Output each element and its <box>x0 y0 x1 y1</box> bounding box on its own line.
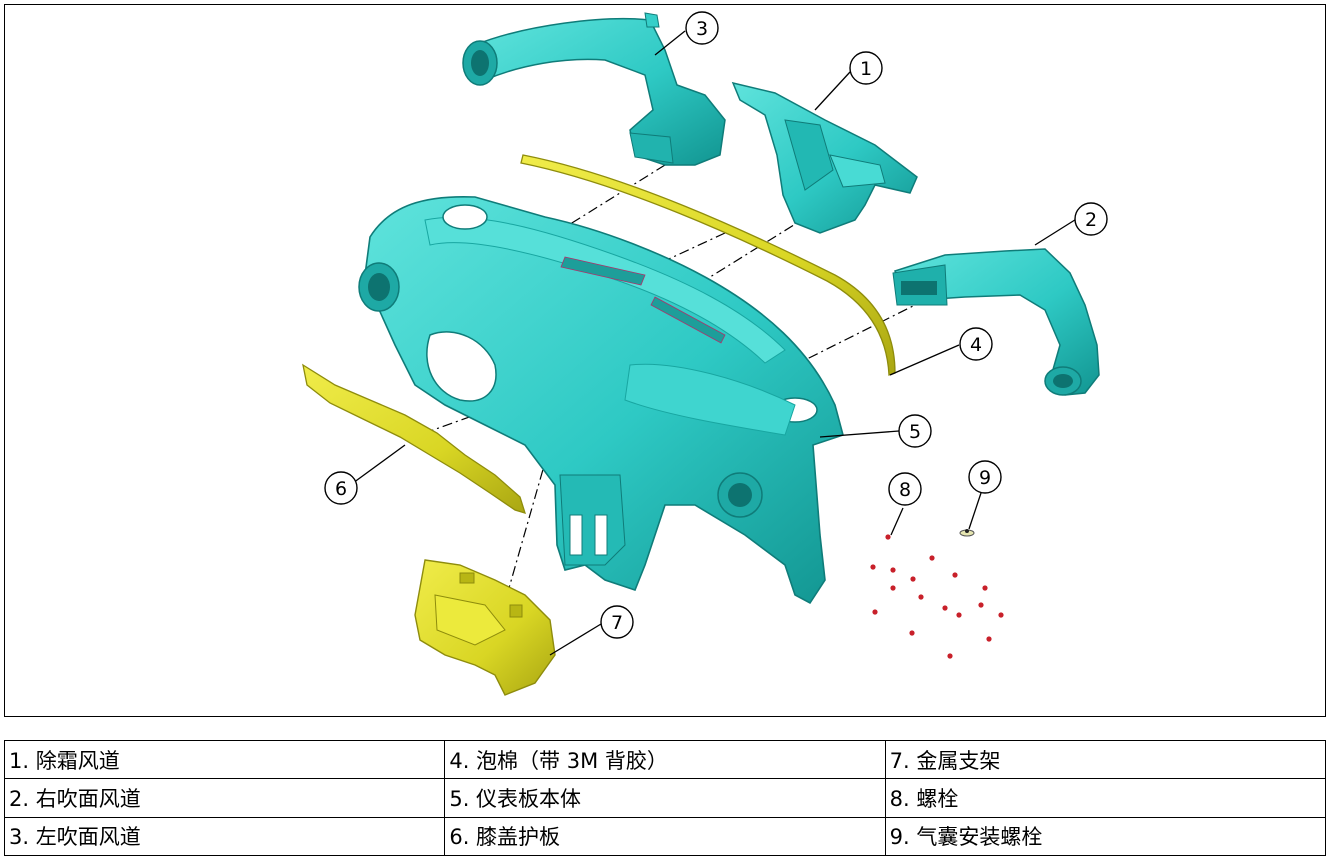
bolt-icon <box>952 572 958 578</box>
bolt-icon <box>909 630 915 636</box>
callout-leaders <box>352 30 1079 656</box>
bolt-icon <box>929 555 935 561</box>
legend-cell: 2. 右吹面风道 <box>3 778 446 818</box>
bolt-icon <box>918 594 924 600</box>
legend-cell: 3. 左吹面风道 <box>3 816 446 857</box>
callout-9: 9 <box>968 460 1002 494</box>
callout-5: 5 <box>898 414 932 448</box>
svg-text:6: 6 <box>335 478 347 500</box>
callout-6: 6 <box>324 471 358 505</box>
callout-2: 2 <box>1074 202 1108 236</box>
callouts: 3 1 2 4 5 6 7 <box>324 11 1108 639</box>
svg-text:8: 8 <box>899 479 911 501</box>
instrument-panel-body <box>358 195 844 605</box>
foam-strip <box>520 154 896 376</box>
bolt-icon <box>870 564 876 570</box>
legend-row: 1. 除霜风道 4. 泡棉（带 3M 背胶） 7. 金属支架 <box>3 739 1327 780</box>
legend-cell: 5. 仪表板本体 <box>444 778 886 818</box>
right-face-duct <box>892 248 1100 396</box>
bolt-icon <box>982 585 988 591</box>
callout-8: 8 <box>888 472 922 506</box>
bolt-icon <box>942 605 948 611</box>
svg-text:3: 3 <box>696 18 708 40</box>
legend-cell: 4. 泡棉（带 3M 背胶） <box>444 739 886 780</box>
legend-row: 2. 右吹面风道 5. 仪表板本体 8. 螺栓 <box>3 778 1327 818</box>
bolt-icon <box>890 585 896 591</box>
bolt-icon <box>885 534 891 540</box>
callout-4: 4 <box>959 327 993 361</box>
callout-7: 7 <box>600 605 634 639</box>
svg-text:7: 7 <box>611 612 623 634</box>
legend-cell: 7. 金属支架 <box>884 739 1327 780</box>
bolt-icon <box>910 576 916 582</box>
parts-legend-table: 1. 除霜风道 4. 泡棉（带 3M 背胶） 7. 金属支架 2. 右吹面风道 … <box>3 739 1327 857</box>
legend-cell: 6. 膝盖护板 <box>444 816 886 857</box>
legend-cell: 9. 气囊安装螺栓 <box>884 816 1327 857</box>
airbag-bolt <box>959 529 975 537</box>
left-face-duct <box>462 12 726 166</box>
svg-text:1: 1 <box>860 58 872 80</box>
svg-text:4: 4 <box>970 334 982 356</box>
bolt-icon <box>872 609 878 615</box>
bolt-icon <box>956 612 962 618</box>
legend-cell: 1. 除霜风道 <box>3 739 446 780</box>
bolt-set <box>870 534 1004 659</box>
defrost-duct <box>731 81 918 234</box>
callout-3: 3 <box>685 11 719 45</box>
bolt-icon <box>947 653 953 659</box>
bolt-icon <box>998 612 1004 618</box>
bolt-icon <box>978 602 984 608</box>
legend-cell: 8. 螺栓 <box>884 778 1327 818</box>
exploded-diagram: 3 1 2 4 5 6 7 <box>4 4 1326 717</box>
bolt-icon <box>890 567 896 573</box>
svg-text:2: 2 <box>1085 209 1097 231</box>
diagram-canvas: 3 1 2 4 5 6 7 <box>302 11 1108 696</box>
bolt-icon <box>986 636 992 642</box>
knee-bolster <box>302 363 526 514</box>
callout-1: 1 <box>849 51 883 85</box>
svg-text:5: 5 <box>909 421 921 443</box>
svg-text:9: 9 <box>979 467 991 489</box>
legend-row: 3. 左吹面风道 6. 膝盖护板 9. 气囊安装螺栓 <box>3 816 1327 857</box>
metal-bracket <box>414 559 556 696</box>
